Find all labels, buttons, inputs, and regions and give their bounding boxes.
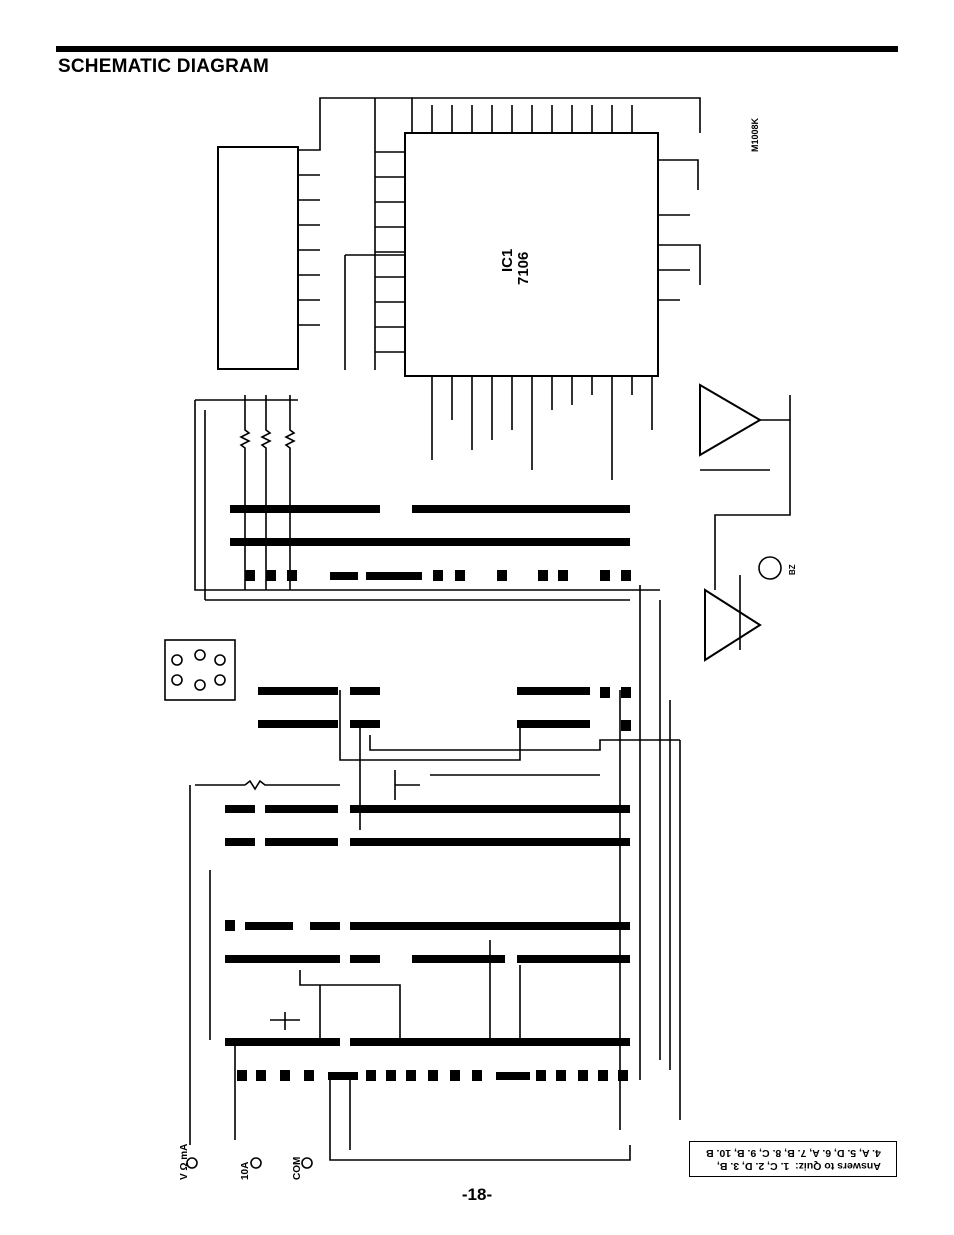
ic1-name: IC1: [499, 249, 516, 272]
terminal-10a: [250, 1157, 262, 1169]
page-number: -18-: [461, 1185, 493, 1204]
terminal-vohma-label: V Ω mA: [179, 1144, 190, 1180]
title-rule: [56, 46, 898, 52]
page-title: SCHEMATIC DIAGRAM: [58, 56, 269, 77]
model-number: M1008K: [750, 117, 760, 152]
buzzer-symbol: [758, 556, 782, 580]
terminal-vohma: [186, 1157, 198, 1169]
op-amp-lower: [704, 588, 762, 662]
quiz-line-1: Answers to Quiz: 1. C, 2. D, 3. B,: [716, 1160, 881, 1172]
buzzer-label: BZ: [788, 564, 797, 575]
ic1-part: 7106: [515, 252, 532, 285]
terminal-com: [301, 1157, 313, 1169]
op-amp-upper: [699, 383, 762, 457]
quiz-answers: Answers to Quiz: 1. C, 2. D, 3. B, 4. A,…: [706, 1146, 881, 1172]
quiz-line-2: 4. A, 5. D, 6. A, 7. B, 8. C, 9. B, 10. …: [705, 1147, 881, 1159]
terminal-10a-label: 10A: [240, 1162, 251, 1180]
terminal-com-label: COM: [292, 1157, 303, 1180]
hfe-socket: [164, 639, 236, 701]
lcd-display: [217, 146, 299, 370]
quiz-answers-box: Answers to Quiz: 1. C, 2. D, 3. B, 4. A,…: [689, 1141, 897, 1177]
